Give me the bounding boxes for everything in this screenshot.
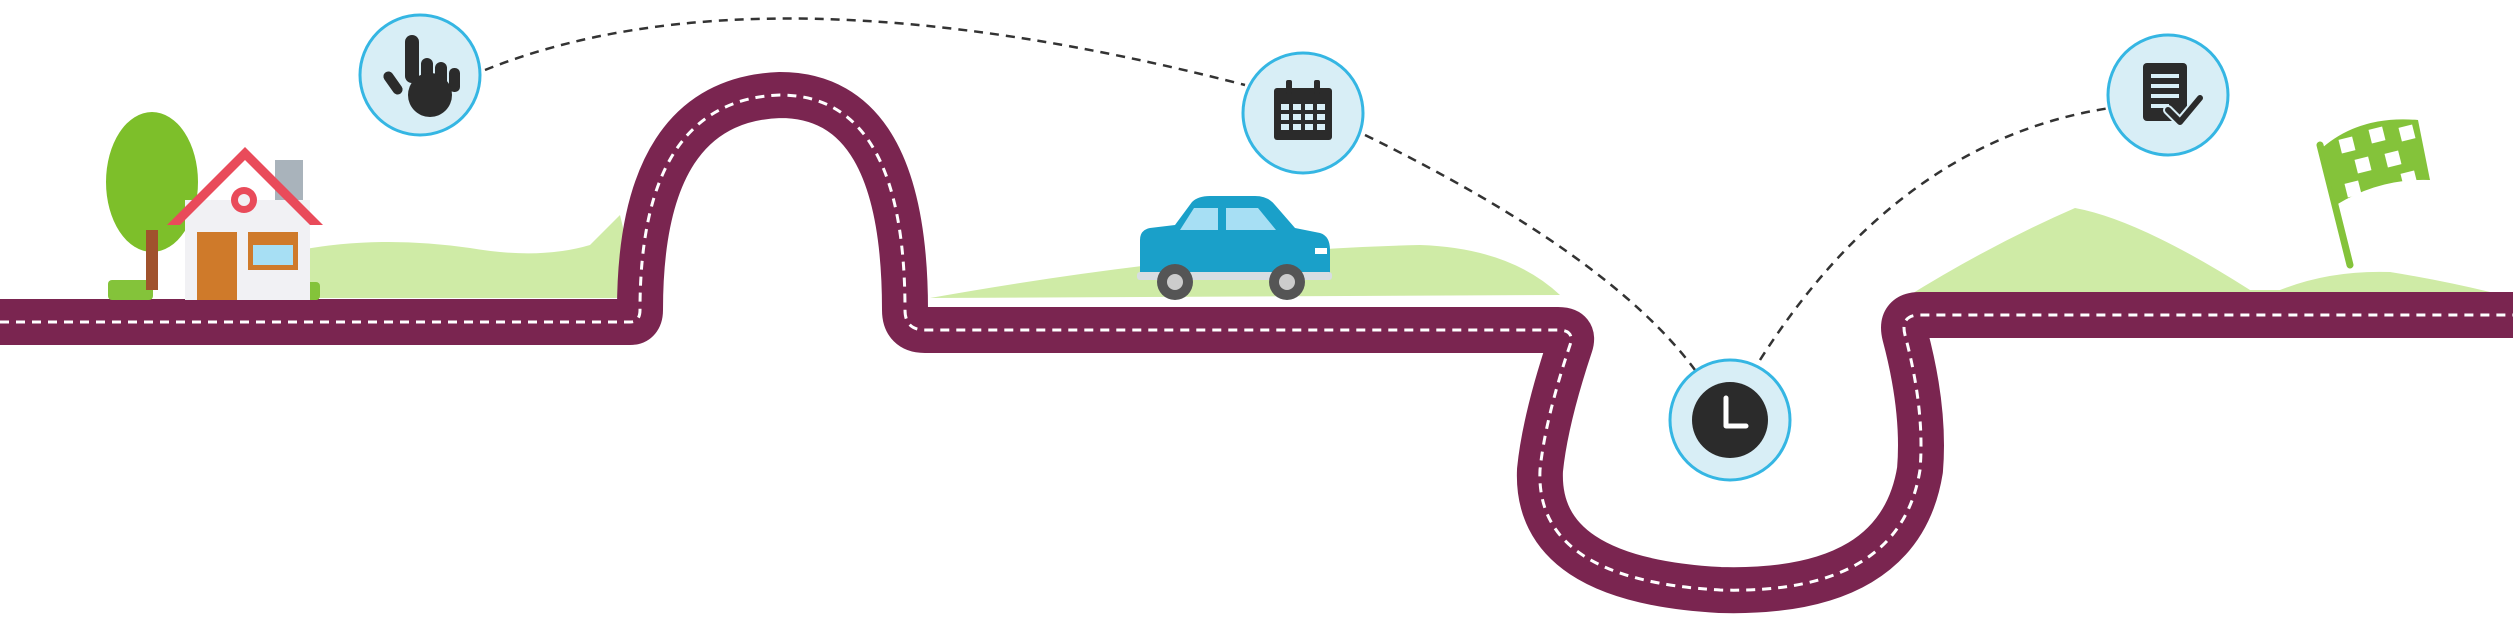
milestone-checklist (2106, 33, 2230, 157)
car-icon (1137, 196, 1332, 300)
milestone-clock (1668, 358, 1792, 482)
calendar-icon (1274, 80, 1332, 140)
house-icon (106, 112, 323, 300)
pointer-hand-icon (383, 35, 460, 117)
milestone-calendar (1241, 51, 1365, 175)
milestone-pointer (358, 13, 482, 137)
connector-2 (1364, 133, 1697, 371)
connector-3 (1758, 106, 2111, 361)
connector-1 (484, 17, 1246, 87)
checklist-icon (2143, 63, 2205, 127)
checkered-flag-icon (2316, 119, 2430, 269)
road (0, 72, 2513, 614)
connector-lines (484, 17, 2111, 371)
clock-icon (1692, 382, 1768, 458)
